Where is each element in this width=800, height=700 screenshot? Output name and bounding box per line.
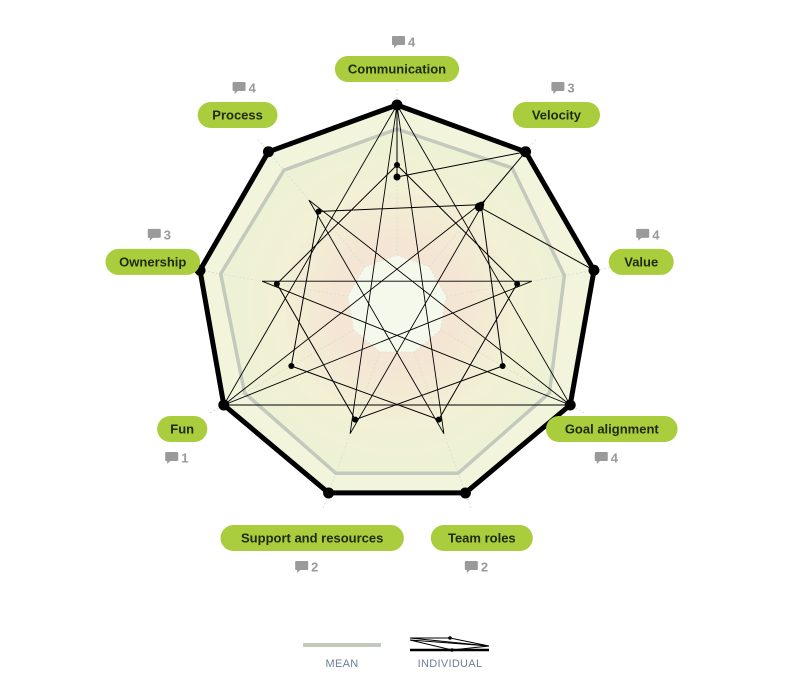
comment-count-value: 2 xyxy=(311,560,318,575)
comment-count-value: 4 xyxy=(611,451,619,466)
mean-polygon xyxy=(218,127,567,475)
axis-label-pill xyxy=(334,56,460,82)
axis-label-text: Velocity xyxy=(532,108,582,123)
axis-label-text: Ownership xyxy=(119,254,186,269)
radar-background xyxy=(200,105,594,493)
comment-count: 2 xyxy=(464,560,488,575)
comment-count: 4 xyxy=(636,227,660,242)
legend-individual-swatch xyxy=(409,636,490,652)
axis-label-text: Goal alignment xyxy=(565,422,660,437)
comment-count: 3 xyxy=(147,227,171,242)
response-point xyxy=(288,363,295,369)
individual-response-line xyxy=(276,164,518,421)
radar-axis-line xyxy=(322,351,381,510)
radar-axis-line xyxy=(182,266,348,297)
comment-icon xyxy=(232,82,246,95)
comment-icon xyxy=(464,561,478,574)
individual-point xyxy=(520,146,532,158)
axis-label-pill xyxy=(430,525,533,552)
axis-label-text: Fun xyxy=(170,422,194,437)
comment-count: 4 xyxy=(594,451,619,466)
comment-icon xyxy=(636,228,650,241)
axis-label-text: Value xyxy=(624,254,658,269)
axis-label-pill xyxy=(608,248,674,275)
axis-label-text: Team roles xyxy=(448,531,516,546)
chart-legend: MEAN INDIVIDUAL xyxy=(303,636,490,670)
comment-count-value: 4 xyxy=(652,227,660,242)
axis-label-pill xyxy=(105,248,201,275)
response-point xyxy=(514,280,521,287)
comment-count: 4 xyxy=(232,81,257,96)
radar-axis-line xyxy=(256,137,366,267)
response-point xyxy=(435,416,442,423)
individual-point xyxy=(391,99,403,111)
axis-label-pill xyxy=(157,416,208,442)
comment-icon xyxy=(295,561,309,574)
individual-point xyxy=(262,146,274,158)
comment-count: 3 xyxy=(551,81,575,96)
radar-axis-line xyxy=(440,329,586,415)
comment-count: 2 xyxy=(295,560,318,575)
comment-count-value: 3 xyxy=(567,81,574,96)
comment-count-value: 1 xyxy=(181,451,188,466)
axis-label-communication: Communication 4 xyxy=(334,35,460,82)
radar-axis-line xyxy=(413,351,472,510)
axis-label-goal-alignment: Goal alignment 4 xyxy=(545,416,678,466)
response-point xyxy=(393,173,401,181)
axis-label-ownership: Ownership 3 xyxy=(105,227,201,275)
comment-count: 1 xyxy=(165,451,188,466)
individual-point xyxy=(459,487,471,499)
axis-label-process: Process 4 xyxy=(197,81,278,129)
axis-label-pill xyxy=(220,525,404,552)
comment-count: 4 xyxy=(392,35,416,50)
axis-label-text: Support and resources xyxy=(241,531,383,546)
legend-mean-label: MEAN xyxy=(326,658,359,670)
axis-label-text: Communication xyxy=(348,62,446,77)
individual-point xyxy=(323,487,335,499)
response-point xyxy=(273,280,280,287)
axis-label-support-and-resources: Support and resources 2 xyxy=(220,525,404,575)
mean-series xyxy=(218,127,567,475)
response-point xyxy=(499,363,506,369)
axis-label-pill xyxy=(545,416,678,442)
response-point xyxy=(394,162,400,168)
response-point xyxy=(315,208,322,215)
comment-count-value: 2 xyxy=(481,560,488,575)
individual-polygon xyxy=(197,102,597,496)
comment-count-value: 4 xyxy=(249,81,257,96)
comment-count-value: 3 xyxy=(164,227,171,242)
comment-icon xyxy=(594,452,608,464)
individual-point xyxy=(588,264,600,276)
axis-label-team-roles: Team roles 2 xyxy=(430,525,533,575)
comment-icon xyxy=(392,36,405,48)
axis-label-pill xyxy=(512,102,601,129)
response-point xyxy=(474,202,484,212)
axis-label-pill xyxy=(197,102,278,129)
comment-icon xyxy=(147,228,161,241)
comment-icon xyxy=(551,82,565,95)
axis-label-velocity: Velocity 3 xyxy=(512,81,601,129)
response-point xyxy=(352,416,359,423)
axis-label-fun: Fun 1 xyxy=(157,416,208,466)
individual-series xyxy=(194,99,600,499)
radar-axis-line xyxy=(208,329,354,415)
individual-point xyxy=(564,399,576,411)
comment-icon xyxy=(165,452,179,464)
radar-axis-line xyxy=(446,266,612,297)
individual-point xyxy=(218,399,230,411)
axis-label-text: Process xyxy=(212,108,263,123)
legend-individual-label: INDIVIDUAL xyxy=(418,658,483,670)
comment-count-value: 4 xyxy=(408,35,416,50)
axis-label-value: Value 4 xyxy=(608,227,674,275)
